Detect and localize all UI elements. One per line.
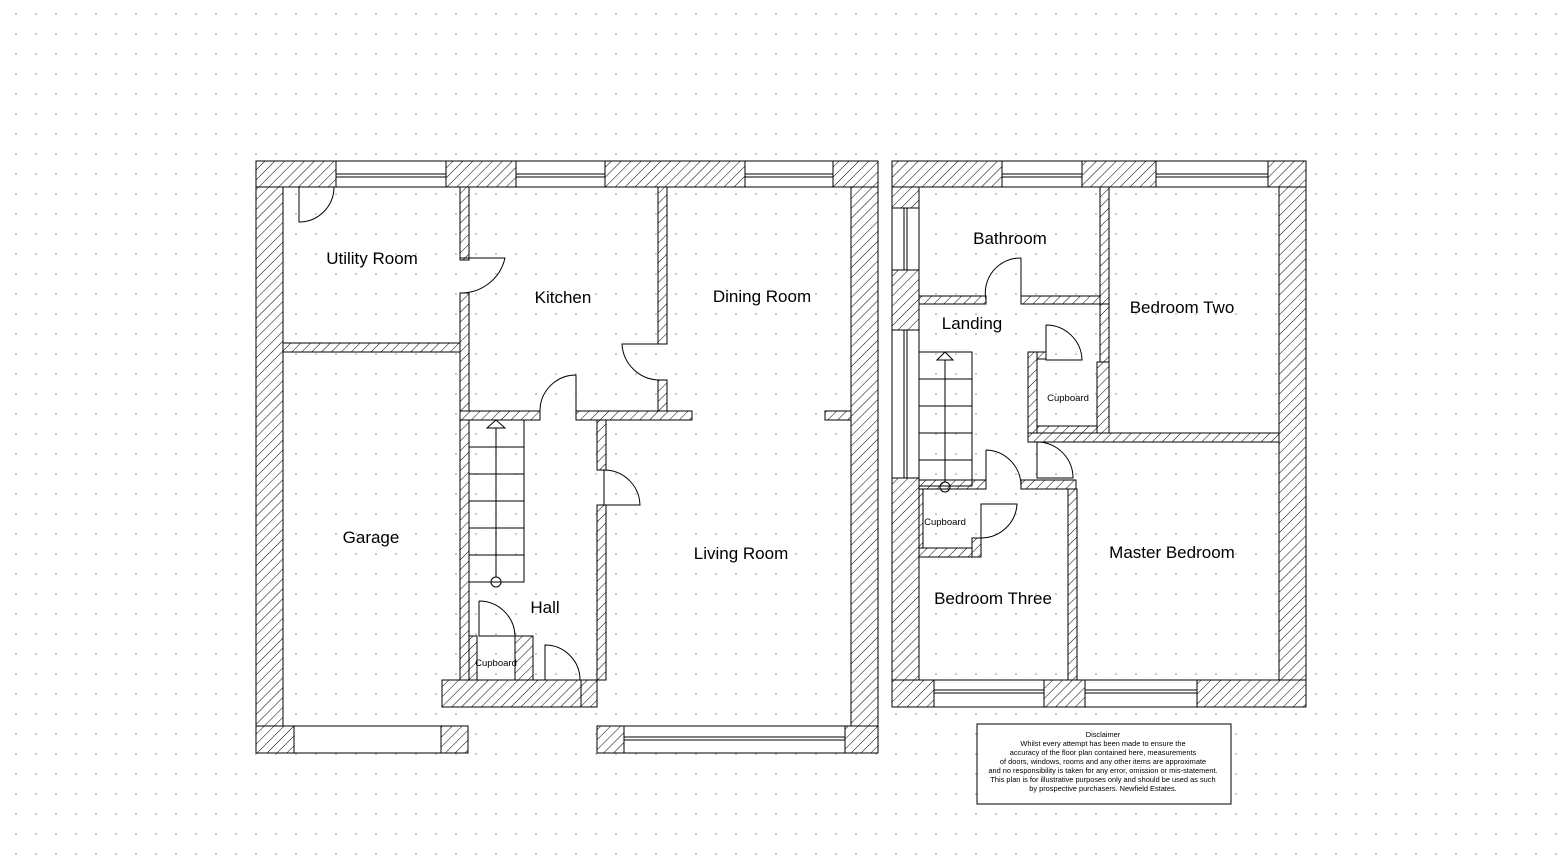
hall-label: Hall	[530, 598, 559, 617]
disclaimer-line: This plan is for illustrative purposes o…	[990, 775, 1215, 784]
disclaimer-line: of doors, windows, rooms and any other i…	[1000, 757, 1206, 766]
disclaimer-line: by prospective purchasers. Newfield Esta…	[1029, 784, 1176, 793]
first-floor-windows	[891, 160, 1269, 708]
garage-label: Garage	[343, 528, 400, 547]
disclaimer-box: Disclaimer Whilst every attempt has been…	[976, 723, 1232, 805]
ground-floor-windows	[293, 160, 846, 754]
bathroom-label: Bathroom	[973, 229, 1047, 248]
disclaimer-title: Disclaimer	[1086, 730, 1121, 739]
first-floor: Bathroom Landing Bedroom Two Cupboard Cu…	[891, 160, 1307, 708]
hall-cupboard-label: Cupboard	[475, 658, 517, 669]
first-floor-doors	[980, 257, 1083, 539]
ground-floor-stairs	[468, 419, 525, 588]
landing-cupboard-label: Cupboard	[1047, 393, 1089, 404]
bedroom-two-label: Bedroom Two	[1130, 298, 1235, 317]
bedroom-three-cupboard-label: Cupboard	[924, 517, 966, 528]
bedroom-three-label: Bedroom Three	[934, 589, 1052, 608]
landing-label: Landing	[942, 314, 1003, 333]
first-floor-stairs	[918, 351, 973, 493]
ground-floor: Utility Room Kitchen Dining Room Garage …	[255, 160, 879, 754]
utility-room-label: Utility Room	[326, 249, 418, 268]
disclaimer-line: accuracy of the floor plan contained her…	[1010, 748, 1197, 757]
master-bedroom-label: Master Bedroom	[1109, 543, 1235, 562]
first-floor-walls	[891, 160, 1307, 708]
disclaimer-line: Whilst every attempt has been made to en…	[1020, 739, 1185, 748]
disclaimer-line: and no responsibility is taken for any e…	[988, 766, 1217, 775]
dining-room-label: Dining Room	[713, 287, 811, 306]
kitchen-label: Kitchen	[535, 288, 592, 307]
ground-floor-doors	[298, 186, 661, 681]
living-room-label: Living Room	[694, 544, 789, 563]
